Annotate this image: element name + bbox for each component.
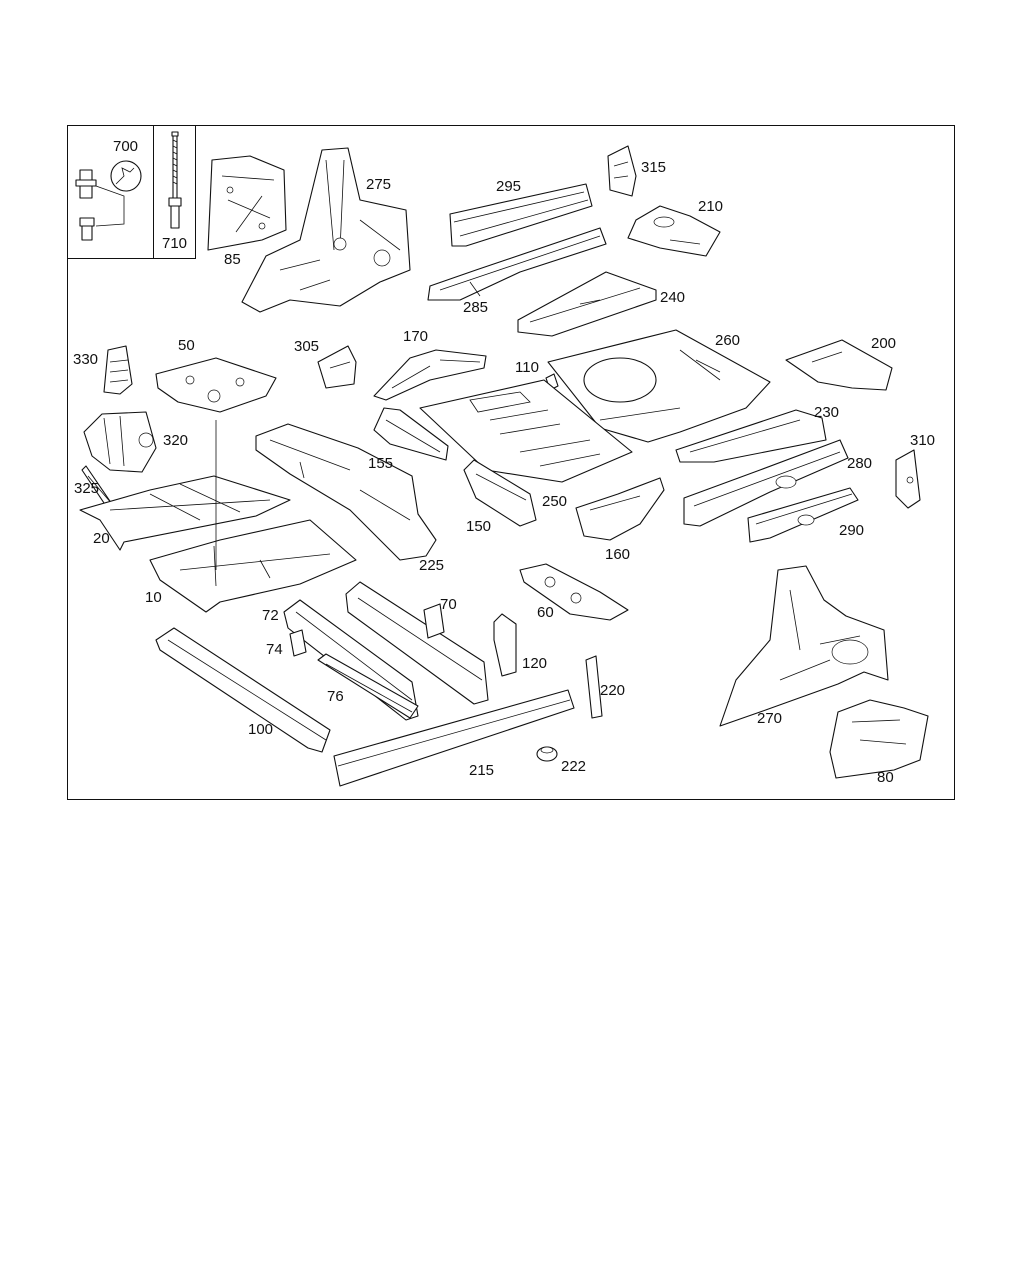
label-310: 310 <box>910 432 936 449</box>
label-280: 280 <box>847 455 873 472</box>
part-222 <box>536 746 558 762</box>
part-210 <box>627 205 721 257</box>
label-160: 160 <box>605 546 631 563</box>
part-310 <box>895 449 921 509</box>
part-270 <box>719 565 889 727</box>
part-200 <box>785 339 893 391</box>
label-315: 315 <box>641 159 667 176</box>
label-215: 215 <box>469 762 495 779</box>
part-285 <box>427 227 607 301</box>
label-260: 260 <box>715 332 741 349</box>
part-275 <box>241 147 411 313</box>
part-280 <box>683 439 849 527</box>
label-50: 50 <box>178 337 195 354</box>
part-295 <box>449 183 593 247</box>
label-220: 220 <box>600 682 626 699</box>
label-110: 110 <box>515 359 539 376</box>
label-230: 230 <box>814 404 840 421</box>
part-225 <box>255 423 437 561</box>
part-170 <box>373 349 487 401</box>
part-215 <box>333 689 575 787</box>
label-155: 155 <box>368 455 394 472</box>
label-100: 100 <box>248 721 274 738</box>
label-700: 700 <box>113 138 139 155</box>
part-160 <box>575 477 665 541</box>
label-330: 330 <box>73 351 99 368</box>
part-330 <box>103 345 133 395</box>
label-270: 270 <box>757 710 783 727</box>
part-74 <box>289 629 307 657</box>
label-80: 80 <box>877 769 894 786</box>
part-50 <box>155 357 277 413</box>
label-74: 74 <box>266 641 283 658</box>
label-275: 275 <box>366 176 392 193</box>
part-100 <box>155 627 331 753</box>
part-700-fasteners <box>75 160 142 241</box>
part-76 <box>317 653 419 719</box>
part-220 <box>585 655 603 719</box>
label-325: 325 <box>74 480 100 497</box>
part-260 <box>547 329 771 443</box>
part-230 <box>675 409 827 463</box>
part-250 <box>463 459 537 527</box>
label-150: 150 <box>466 518 492 535</box>
part-710-long-bolt <box>168 131 182 229</box>
fastener-inset-divider <box>153 125 154 259</box>
label-10: 10 <box>145 589 162 606</box>
part-305 <box>317 345 357 389</box>
label-72: 72 <box>262 607 279 624</box>
part-320 <box>83 411 157 473</box>
diagram-frame <box>67 125 955 800</box>
label-240: 240 <box>660 289 686 306</box>
part-120 <box>493 613 517 677</box>
label-85: 85 <box>224 251 241 268</box>
part-290 <box>747 487 859 543</box>
part-80 <box>829 699 929 779</box>
label-210: 210 <box>698 198 724 215</box>
label-225: 225 <box>419 557 445 574</box>
part-60 <box>519 563 629 621</box>
label-710: 710 <box>162 235 188 252</box>
label-285: 285 <box>463 299 489 316</box>
label-120: 120 <box>522 655 548 672</box>
label-200: 200 <box>871 335 897 352</box>
label-305: 305 <box>294 338 320 355</box>
part-20 <box>79 475 291 551</box>
part-10 <box>149 420 357 613</box>
label-290: 290 <box>839 522 865 539</box>
label-295: 295 <box>496 178 522 195</box>
part-315 <box>607 145 637 197</box>
label-170: 170 <box>403 328 429 345</box>
label-76: 76 <box>327 688 344 705</box>
label-70: 70 <box>440 596 457 613</box>
label-320: 320 <box>163 432 189 449</box>
label-250: 250 <box>542 493 568 510</box>
part-85 <box>207 155 287 251</box>
part-155 <box>373 407 449 461</box>
label-222: 222 <box>561 758 587 775</box>
label-20: 20 <box>93 530 110 547</box>
part-rear-floor-center <box>419 379 633 483</box>
fastener-inset-box <box>67 125 196 259</box>
part-240 <box>517 271 657 337</box>
part-70 <box>345 581 489 705</box>
label-60: 60 <box>537 604 554 621</box>
